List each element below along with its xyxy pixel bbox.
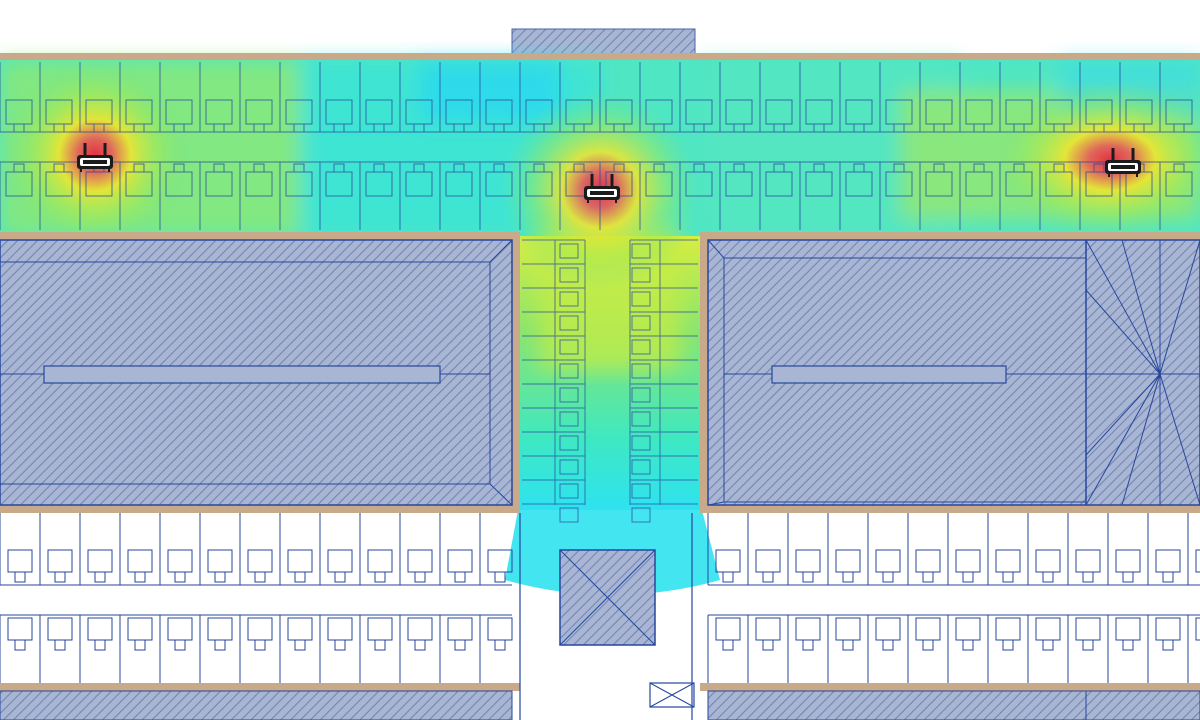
south-room-rows bbox=[0, 513, 1200, 683]
north-corridor-rooms bbox=[0, 62, 1200, 230]
central-corridor-rooms bbox=[522, 239, 698, 523]
stair-core bbox=[519, 513, 695, 720]
north-entrance-canopy bbox=[511, 28, 696, 56]
west-roof-ridge bbox=[43, 365, 441, 384]
west-roof-block bbox=[0, 239, 513, 506]
router-icon bbox=[584, 174, 620, 203]
east-roof-block bbox=[707, 239, 1200, 506]
router-icon bbox=[77, 143, 113, 172]
ap-east-hotspot bbox=[990, 80, 1200, 240]
exterior-walls bbox=[0, 53, 1200, 691]
east-skylight-pattern bbox=[1085, 239, 1200, 506]
access-points bbox=[77, 143, 1141, 203]
router-icon bbox=[1105, 148, 1141, 177]
east-roof-ridge bbox=[771, 365, 1007, 384]
south-west-roof bbox=[0, 690, 513, 720]
